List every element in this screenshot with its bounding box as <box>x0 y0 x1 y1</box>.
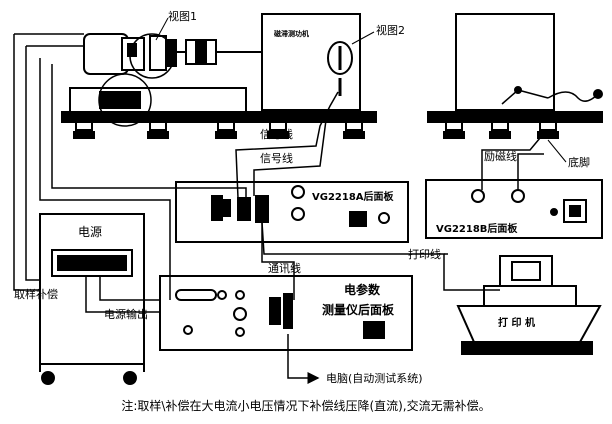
sensor-box-label: 磁滞测功机 <box>274 29 309 38</box>
motor-test-bench <box>61 33 264 139</box>
base-foot-label: 底脚 <box>568 155 590 169</box>
footnote: 注:取样\补偿在大电流小电压情况下补偿线压降(直流),交流无需补偿。 <box>121 399 491 413</box>
panel-b-label: VG2218B后面板 <box>436 222 518 235</box>
sensor-unit <box>245 13 377 139</box>
comm-line-label: 通讯线 <box>268 261 301 275</box>
panel-a-label: VG2218A后面板 <box>312 190 395 203</box>
wiring <box>13 33 544 384</box>
meter-panel-box <box>159 275 413 351</box>
view1-label: 视图1 <box>168 9 197 23</box>
printer-label: 打 印 机 <box>498 316 535 329</box>
meter-label-line2: 测量仪后面板 <box>322 302 395 317</box>
excitation-line-label: 励磁线 <box>484 149 517 163</box>
panel-a-box <box>175 181 409 243</box>
signal-line-1-label: 信号线 <box>260 127 293 141</box>
power-source-cabinet <box>39 213 145 385</box>
meter-label-line1: 电参数 <box>344 282 381 297</box>
sample-compensation-label: 取样补偿 <box>14 287 58 301</box>
panel-b-box <box>425 179 603 239</box>
load-bench <box>427 13 603 139</box>
print-line-label: 打印线 <box>408 247 441 261</box>
view2-label: 视图2 <box>376 23 405 37</box>
signal-line-2-label: 信号线 <box>260 151 293 165</box>
power-source-label: 电源 <box>78 225 102 239</box>
power-output-label: 电源输出 <box>104 307 148 321</box>
computer-label: 电脑(自动测试系统) <box>326 372 423 385</box>
printer-device <box>456 255 602 355</box>
